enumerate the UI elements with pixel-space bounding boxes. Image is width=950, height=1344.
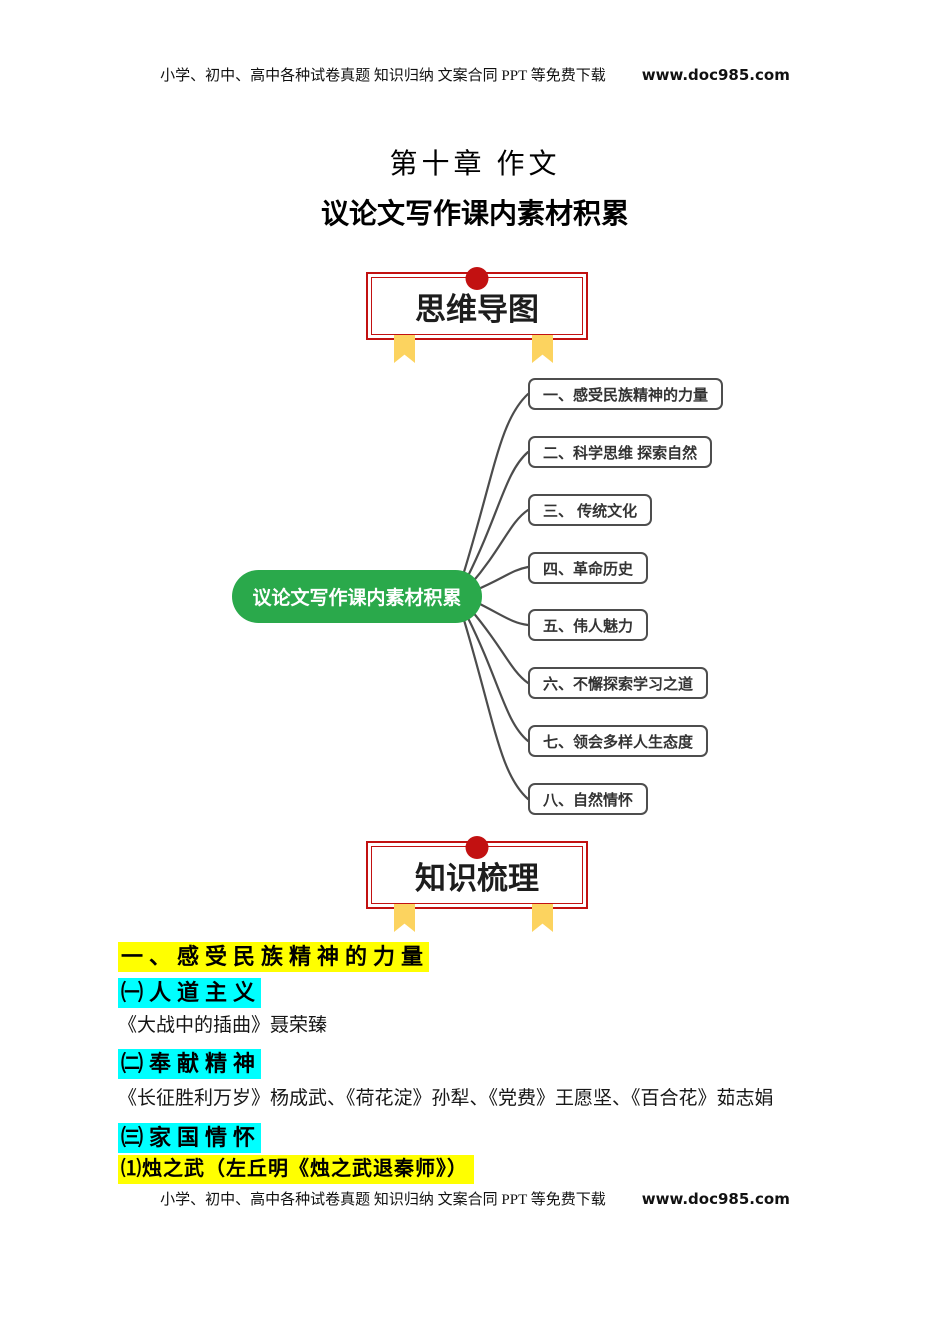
mindmap-branch-node-8: 八、自然情怀 xyxy=(528,783,649,815)
mindmap-branch-node-1: 一、感受民族精神的力量 xyxy=(528,378,724,410)
ribbon-left-icon xyxy=(394,335,415,363)
mindmap-branch-node-7: 七、领会多样人生态度 xyxy=(528,725,709,757)
connector-branch-2 xyxy=(465,450,530,580)
mindmap-banner-label: 思维导图 xyxy=(415,291,539,327)
footer-site-link[interactable]: www.doc985.com xyxy=(641,1190,790,1208)
mindmap-banner: 思维导图 xyxy=(366,267,588,363)
knowledge-banner: 知识梳理 xyxy=(366,836,588,932)
footer-text: 小学、初中、高中各种试卷真题 知识归纳 文案合同 PPT 等免费下载 xyxy=(160,1192,606,1208)
page-footer: 小学、初中、高中各种试卷真题 知识归纳 文案合同 PPT 等免费下载 www.do… xyxy=(0,1188,950,1209)
knowledge-row-text: ㈢家国情怀 xyxy=(118,1123,262,1153)
banner-red-dot-icon xyxy=(465,836,489,859)
knowledge-row-text: 《长征胜利万岁》杨成武、《荷花淀》孙犁、《党费》王愿坚、《百合花》茹志娟 xyxy=(118,1088,774,1109)
connector-branch-8 xyxy=(462,618,530,801)
knowledge-row: ⑴烛之武（左丘明《烛之武退秦师》） xyxy=(118,1152,474,1184)
header-site-link[interactable]: www.doc985.com xyxy=(641,66,790,84)
mindmap-root-node: 议论文写作课内素材积累 xyxy=(232,570,482,623)
banner-red-dot-icon xyxy=(465,267,489,290)
chapter-title: 第十章 作文 xyxy=(389,149,561,180)
ribbon-left-icon xyxy=(394,904,415,932)
knowledge-row: ㈡奉献精神 xyxy=(118,1046,262,1079)
page-header: 小学、初中、高中各种试卷真题 知识归纳 文案合同 PPT 等免费下载 www.do… xyxy=(0,64,950,85)
knowledge-row-text: 一、感受民族精神的力量 xyxy=(118,942,430,972)
knowledge-row-text: ⑴烛之武（左丘明《烛之武退秦师》） xyxy=(118,1155,474,1184)
mindmap-branch-node-3: 三、 传统文化 xyxy=(528,494,653,526)
knowledge-row: 《大战中的插曲》聂荣臻 xyxy=(118,1010,327,1037)
knowledge-row-text: ㈡奉献精神 xyxy=(118,1049,262,1079)
connector-branch-5 xyxy=(474,600,530,627)
knowledge-row-text: 《大战中的插曲》聂荣臻 xyxy=(118,1015,328,1036)
mindmap-branch-node-6: 六、不懈探索学习之道 xyxy=(528,667,709,699)
mindmap-branch-node-5: 五、伟人魅力 xyxy=(528,609,649,641)
connector-branch-1 xyxy=(462,392,530,574)
knowledge-banner-label: 知识梳理 xyxy=(415,860,539,896)
connector-branch-7 xyxy=(465,614,530,743)
connector-branch-6 xyxy=(469,608,530,685)
mindmap-branch-node-2: 二、科学思维 探索自然 xyxy=(528,436,713,468)
ribbon-right-icon xyxy=(532,335,553,363)
knowledge-row: ㈢家国情怀 xyxy=(118,1120,262,1153)
header-text: 小学、初中、高中各种试卷真题 知识归纳 文案合同 PPT 等免费下载 xyxy=(160,68,606,84)
connector-branch-3 xyxy=(469,508,530,586)
knowledge-row: 《长征胜利万岁》杨成武、《荷花淀》孙犁、《党费》王愿坚、《百合花》茹志娟 xyxy=(118,1083,774,1110)
knowledge-row: ㈠人道主义 xyxy=(118,975,262,1008)
mindmap-branch-node-4: 四、革命历史 xyxy=(528,552,649,584)
knowledge-row-text: ㈠人道主义 xyxy=(118,978,262,1008)
knowledge-row: 一、感受民族精神的力量 xyxy=(118,939,430,972)
ribbon-right-icon xyxy=(532,904,553,932)
page-title: 议论文写作课内素材积累 xyxy=(320,198,629,229)
connector-branch-4 xyxy=(474,565,530,592)
